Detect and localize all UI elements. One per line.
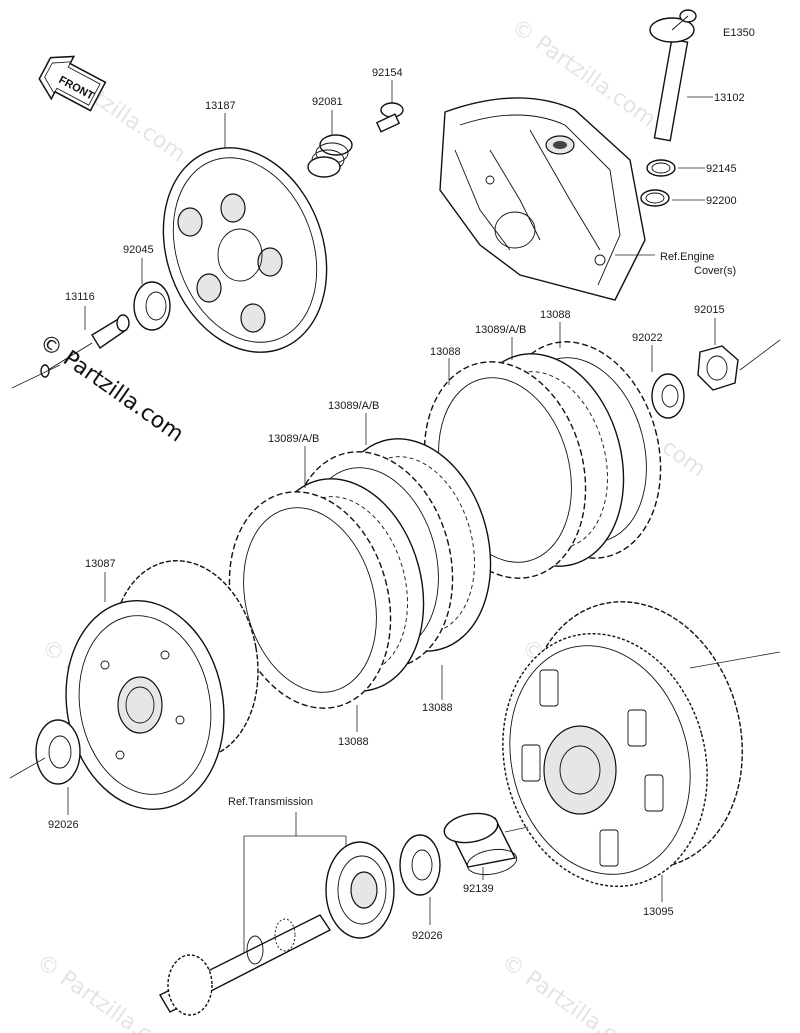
clutch-plates-stack: [228, 341, 662, 709]
label-92154: 92154: [372, 67, 403, 79]
part-13087-clutch-hub: [65, 560, 259, 810]
label-13089-lower: 13089/A/B: [268, 433, 319, 445]
watermark-text: © Partzilla.com: [32, 949, 185, 1033]
partzilla-watermark: © Partzilla.com: [35, 329, 188, 447]
label-13089-mid: 13089/A/B: [328, 400, 379, 412]
part-92015-nut: [697, 345, 739, 391]
label-92026-left: 92026: [48, 819, 79, 831]
part-13095-clutch-housing: [502, 601, 743, 888]
label-13087: 13087: [85, 558, 116, 570]
part-92026-washer-right: [399, 834, 441, 896]
engine-cover-illustration: [439, 97, 646, 301]
label-13089-top: 13089/A/B: [475, 324, 526, 336]
part-92081-spring: [307, 134, 353, 178]
label-92145: 92145: [706, 163, 737, 175]
part-92026-washer-left: [35, 719, 81, 785]
label-92045: 92045: [123, 244, 154, 256]
label-13088-upper: 13088: [430, 346, 461, 358]
label-13088-lower-right: 13088: [422, 702, 453, 714]
part-13116-pusher: [40, 314, 130, 378]
label-92015: 92015: [694, 304, 725, 316]
label-92022: 92022: [632, 332, 663, 344]
watermark-text: © Partzilla.com: [497, 949, 650, 1033]
part-13187-pressure-plate: [162, 147, 328, 353]
label-92139: 92139: [463, 883, 494, 895]
label-92200: 92200: [706, 195, 737, 207]
label-ref-engine-cover: Cover(s): [694, 265, 736, 277]
label-13102: 13102: [714, 92, 745, 104]
part-92154-bolt: [375, 102, 404, 133]
transmission-shaft: [159, 914, 332, 1016]
label-92081: 92081: [312, 96, 343, 108]
diagram-code: E1350: [723, 27, 755, 39]
label-ref-transmission: Ref.Transmission: [228, 796, 313, 808]
transmission-bearing: [325, 841, 395, 939]
label-92026-right: 92026: [412, 930, 443, 942]
label-13088-top: 13088: [540, 309, 571, 321]
part-92145-spring: [646, 159, 676, 177]
label-13187: 13187: [205, 100, 236, 112]
label-13116: 13116: [65, 291, 95, 303]
label-ref-engine: Ref.Engine: [660, 251, 714, 263]
label-13088-bottom: 13088: [338, 736, 369, 748]
part-92139-sleeve: [443, 812, 518, 876]
part-92022-washer: [651, 373, 685, 419]
part-92200-washer: [640, 189, 670, 207]
part-92045-bearing: [133, 281, 171, 331]
label-13095: 13095: [643, 906, 674, 918]
part-13102-push-rod: [649, 9, 697, 142]
